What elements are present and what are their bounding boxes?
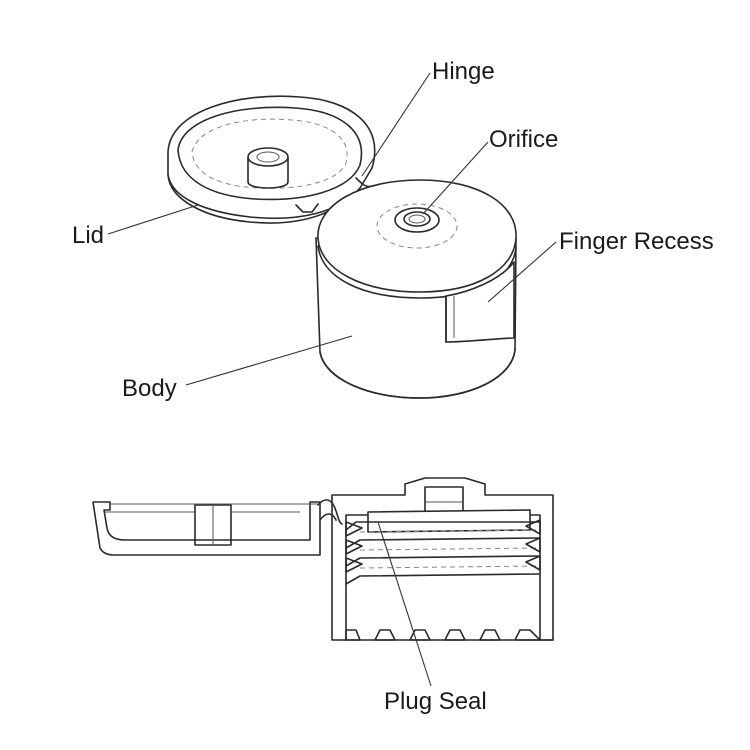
finger-recess-illustration [445,261,515,343]
leader-orifice [422,141,489,215]
thread-section [345,519,541,585]
lid-section [92,501,321,556]
leader-plug-seal [377,521,432,687]
lid-plug [247,147,289,189]
cap-perspective-view [167,95,517,399]
leader-hinge [361,72,431,177]
label-lid: Lid [72,222,105,249]
label-hinge: Hinge [432,58,495,85]
cap-cross-section [92,477,554,641]
orifice-spout [394,207,440,233]
label-orifice: Orifice [489,126,559,153]
leader-lines [107,72,557,687]
label-body: Body [122,375,177,402]
body-illustration [315,179,517,399]
leader-body [185,335,353,386]
body-section [331,477,554,641]
hinge-section [317,499,343,525]
lid-illustration [167,95,376,224]
leader-lid [107,204,199,235]
leader-finger-recess [487,241,557,303]
label-finger-recess: Finger Recess [559,228,714,255]
label-plug-seal: Plug Seal [384,688,487,715]
